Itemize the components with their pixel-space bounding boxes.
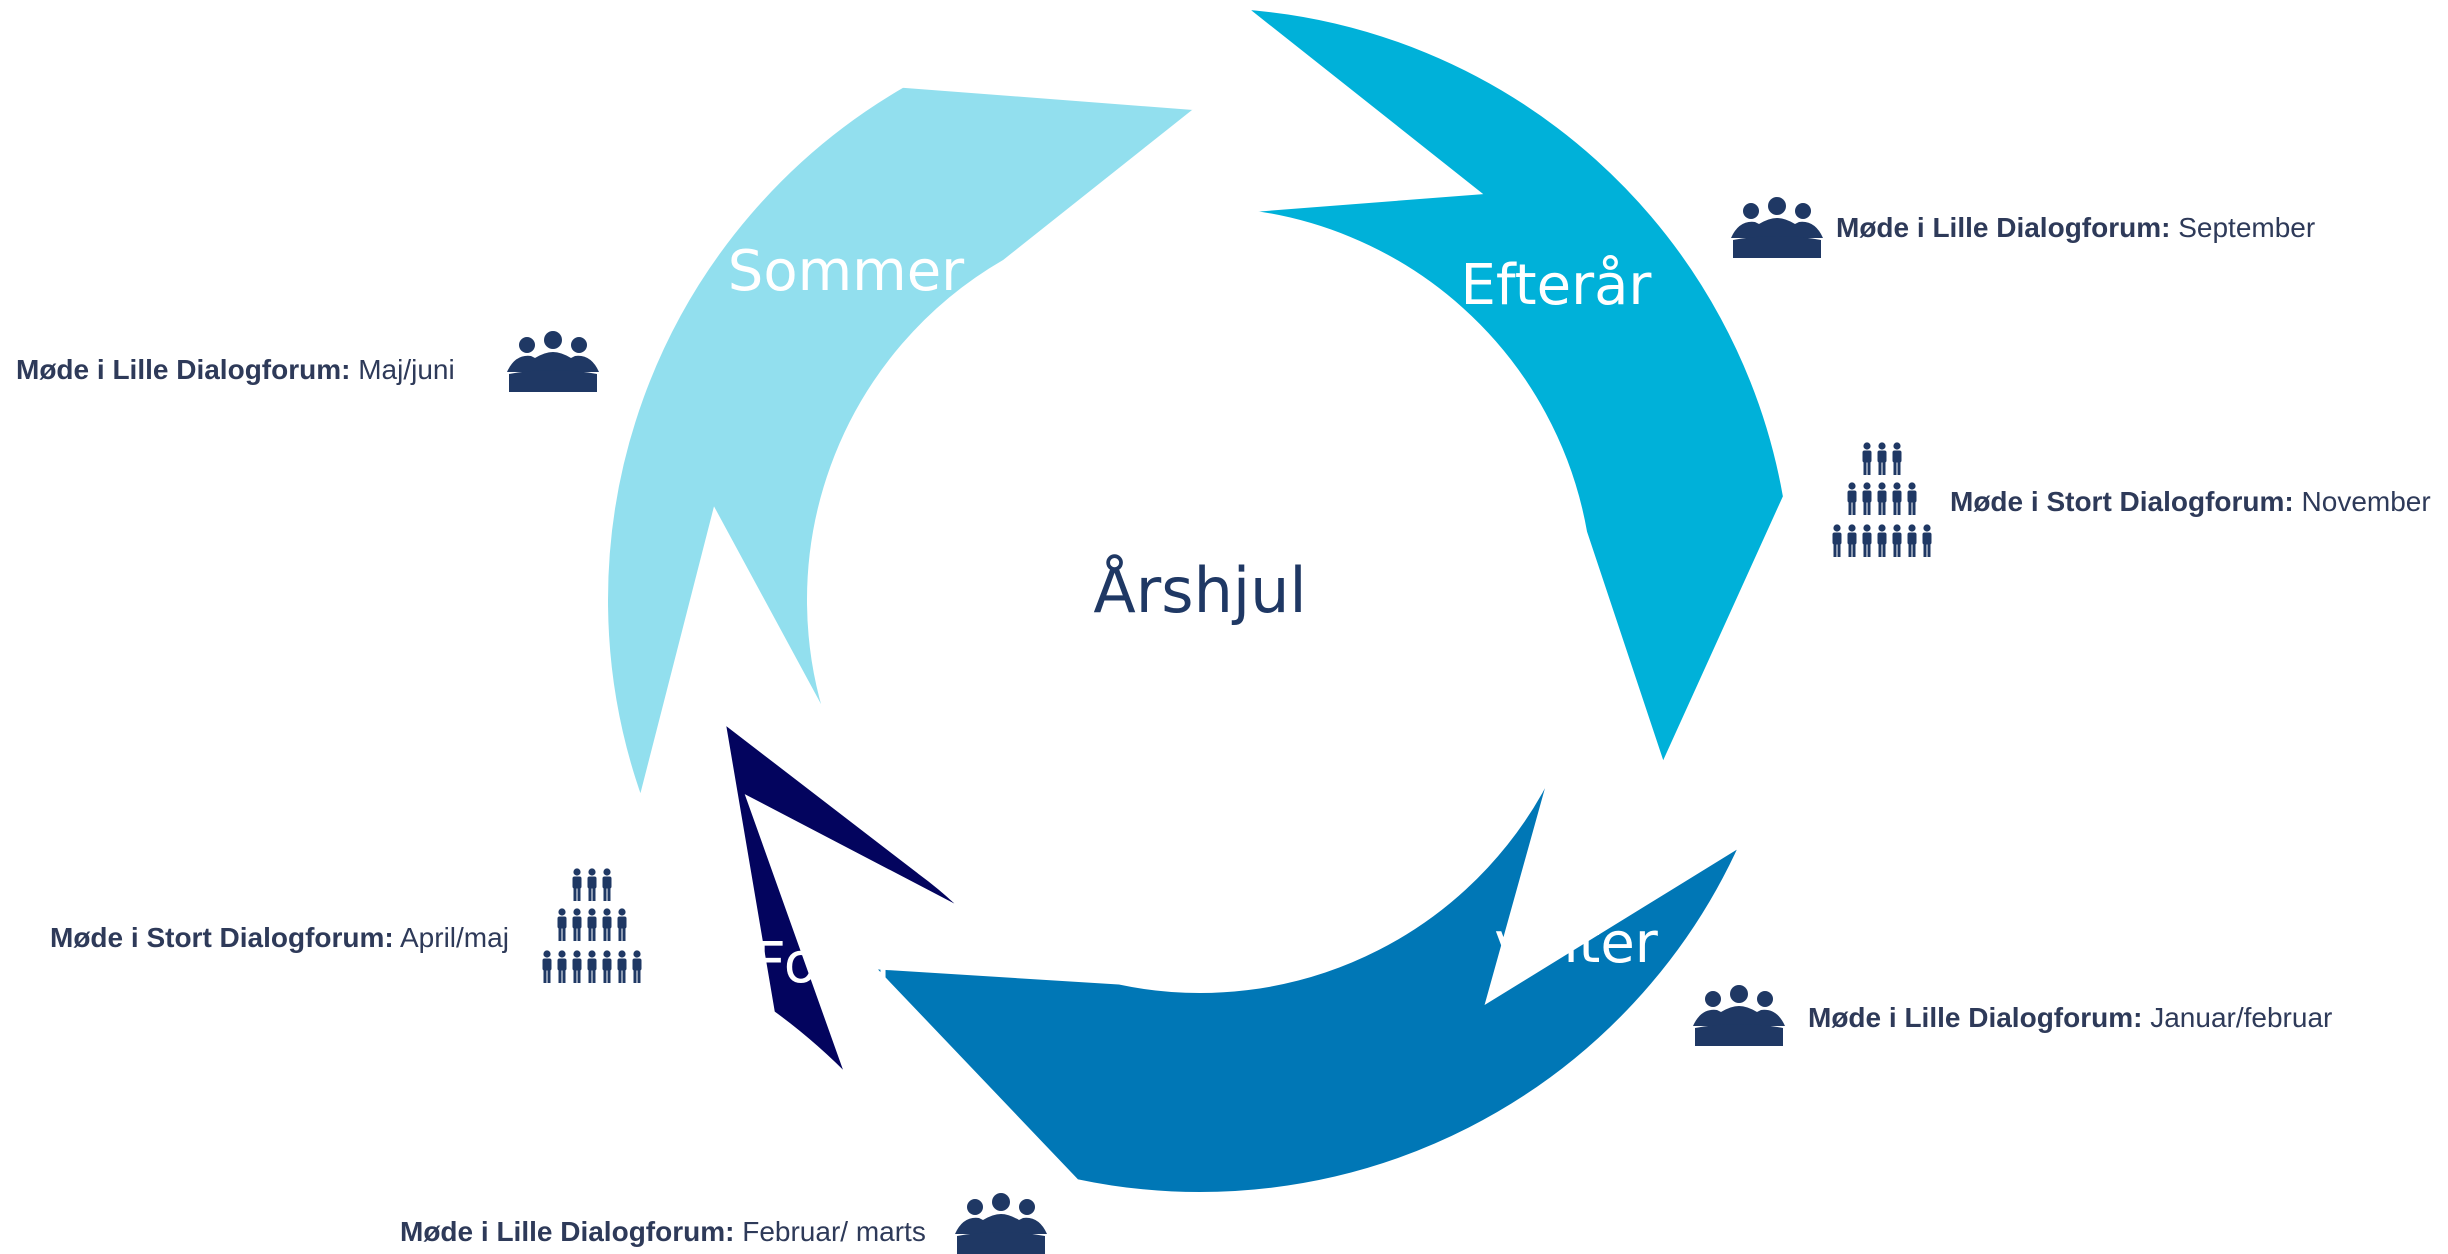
large-group-icon xyxy=(540,868,644,986)
annotation-value: Februar/ marts xyxy=(734,1216,926,1247)
annotation-label: Møde i Lille Dialogforum: xyxy=(1808,1002,2143,1033)
annotation-label: Møde i Lille Dialogforum: xyxy=(1836,212,2171,243)
annotation-maj-juni: Møde i Lille Dialogforum: Maj/juni xyxy=(16,356,455,384)
segment-sommer xyxy=(602,81,1208,814)
label-vinter: vinter xyxy=(1494,911,1659,976)
small-group-icon xyxy=(1692,982,1786,1046)
large-group-icon xyxy=(1830,442,1934,560)
annotation-value: April/maj xyxy=(393,922,509,953)
annotation-value: September xyxy=(2170,212,2316,243)
label-sommer: Sommer xyxy=(728,239,965,304)
annotation-label: Møde i Lille Dialogforum: xyxy=(16,354,351,385)
annotation-value: Maj/juni xyxy=(350,354,455,385)
annotation-april-maj: Møde i Stort Dialogforum: April/maj xyxy=(50,924,509,952)
segment-efteraar xyxy=(1226,2,1790,777)
segment-foraar xyxy=(717,712,973,1084)
center-title: Årshjul xyxy=(1093,554,1306,627)
small-group-icon xyxy=(954,1190,1048,1254)
annotation-label: Møde i Lille Dialogforum: xyxy=(400,1216,735,1247)
annotation-label: Møde i Stort Dialogforum: xyxy=(1950,486,2294,517)
label-efteraar: Efterår xyxy=(1461,253,1653,318)
small-group-icon xyxy=(506,328,600,392)
segment-vinter xyxy=(863,757,1751,1198)
annotation-februar-marts: Møde i Lille Dialogforum: Februar/ marts xyxy=(400,1218,926,1246)
annotation-januar-februar: Møde i Lille Dialogforum: Januar/februar xyxy=(1808,1004,2332,1032)
annotation-september: Møde i Lille Dialogforum: September xyxy=(1836,214,2315,242)
annotation-november: Møde i Stort Dialogforum: November xyxy=(1950,488,2431,516)
small-group-icon xyxy=(1730,194,1824,258)
annotation-value: Januar/februar xyxy=(2142,1002,2333,1033)
annotation-label: Møde i Stort Dialogforum: xyxy=(50,922,394,953)
label-foraar: Forår xyxy=(754,931,900,996)
annotation-value: November xyxy=(2293,486,2431,517)
